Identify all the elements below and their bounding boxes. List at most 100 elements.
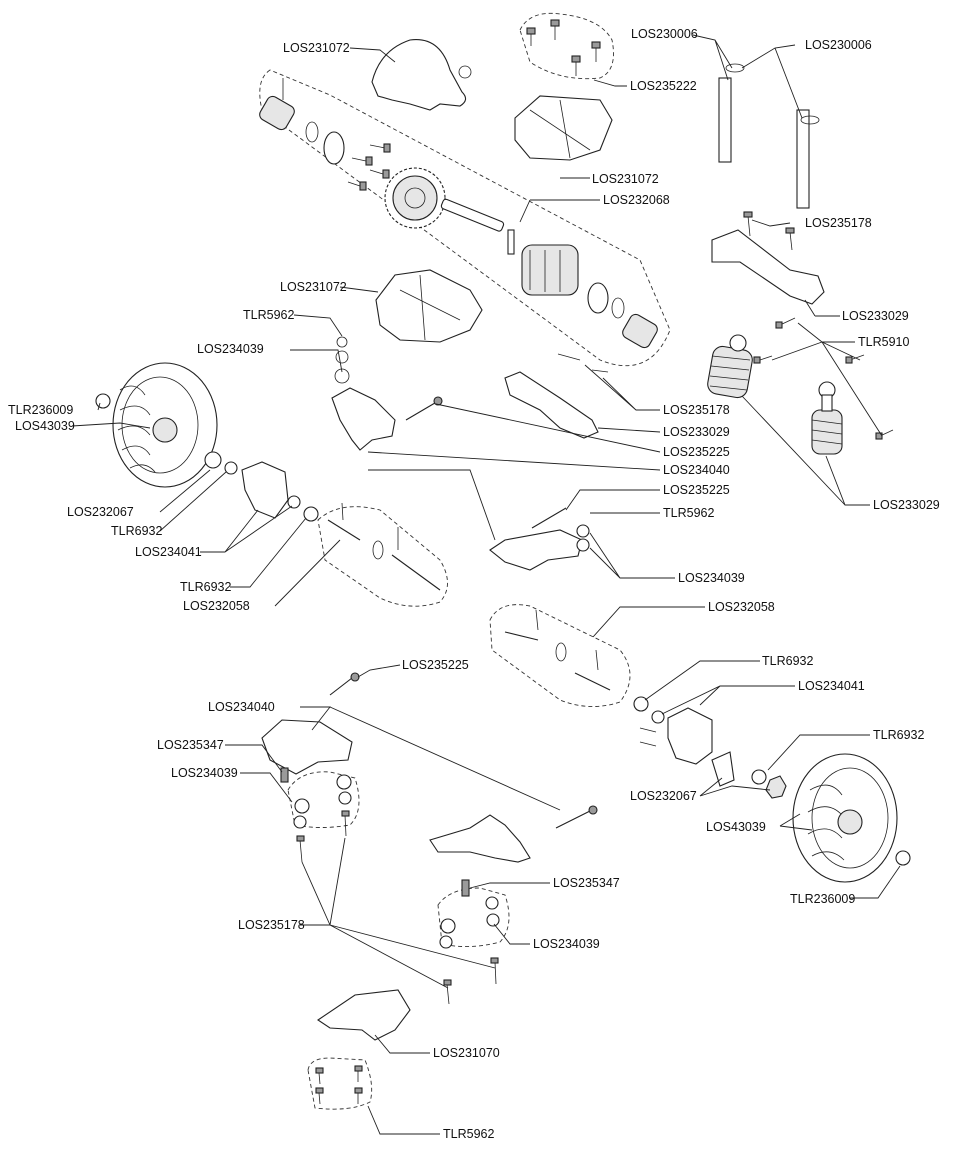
- hex-hub-left: [204, 451, 222, 469]
- rear-plate: [317, 989, 411, 1041]
- callout-c16: LOS233029: [663, 425, 730, 439]
- tire-tread: [117, 385, 156, 473]
- callout-c7: LOS235178: [805, 216, 872, 230]
- driveshaft-group-outline-left: [317, 506, 448, 607]
- snap-ring: [305, 121, 319, 143]
- callout-c2: LOS235222: [630, 79, 697, 93]
- callout-c5: LOS231072: [592, 172, 659, 186]
- callout-c38: TLR236009: [790, 892, 855, 906]
- hinge-pin-2: [531, 507, 567, 529]
- callout-c14: LOS43039: [15, 419, 75, 433]
- callout-c30: LOS235225: [402, 658, 469, 672]
- callout-c41: LOS235178: [238, 918, 305, 932]
- parts: [95, 19, 911, 1105]
- callout-c4: LOS230006: [805, 38, 872, 52]
- diff-bearing: [323, 131, 345, 165]
- callout-c24: LOS234041: [135, 545, 202, 559]
- driveshaft-group-outline-right: [489, 604, 631, 707]
- callout-c39: LOS235347: [553, 876, 620, 890]
- callout-c19: LOS235225: [663, 483, 730, 497]
- driveshaft-left: [391, 554, 441, 591]
- shock-tower-arm: [711, 229, 825, 305]
- callout-c10: LOS233029: [842, 309, 909, 323]
- callout-c26: TLR6932: [180, 580, 231, 594]
- suspension-mount: [504, 371, 599, 439]
- shock-post-right: [796, 109, 810, 209]
- shock-posts: [718, 63, 820, 209]
- lower-a-arm-middle: [489, 529, 583, 571]
- diff-screws: [347, 143, 391, 191]
- callout-c36: LOS232067: [630, 789, 697, 803]
- callout-c34: LOS235347: [157, 738, 224, 752]
- bushing-group-outline-left: [287, 771, 360, 828]
- diff-bearing-2: [587, 282, 609, 314]
- callout-c3: LOS230006: [631, 27, 698, 41]
- screws-top: [526, 19, 601, 76]
- callout-c42: LOS231070: [433, 1046, 500, 1060]
- diff-outdrive-right: [622, 313, 658, 349]
- callout-c13: TLR236009: [8, 403, 73, 417]
- callout-c35: LOS234039: [171, 766, 238, 780]
- set-screw: [280, 767, 289, 783]
- callout-c43: TLR5962: [443, 1127, 494, 1141]
- callout-c29: TLR6932: [762, 654, 813, 668]
- upper-bulkhead: [514, 95, 613, 161]
- bottom-screws: [315, 1065, 363, 1105]
- gear-cover-tab: [458, 65, 472, 79]
- callout-labels: LOS231072 LOS235222 LOS230006 LOS230006 …: [8, 27, 940, 1141]
- lower-arm-left: [261, 719, 353, 775]
- callout-c1: LOS231072: [283, 41, 350, 55]
- steering-block-right: [711, 751, 735, 787]
- callout-c11: TLR5910: [858, 335, 909, 349]
- callout-c27: LOS232058: [183, 599, 250, 613]
- leader-lines: [71, 34, 901, 1135]
- callout-c6: LOS232068: [603, 193, 670, 207]
- callout-c40: LOS234039: [533, 937, 600, 951]
- screw-group-outline-bottom: [307, 1057, 373, 1110]
- hub-carrier-right: [667, 707, 713, 765]
- callout-c20: LOS232067: [67, 505, 134, 519]
- diff-case: [521, 244, 579, 296]
- upper-a-arm-left: [331, 387, 396, 451]
- callout-c12: LOS234039: [197, 342, 264, 356]
- lower-gearbox: [375, 269, 483, 343]
- ring-gear-hub: [392, 175, 438, 221]
- driveshaft-right: [504, 631, 539, 641]
- wheel-nut-left: [95, 393, 111, 409]
- diff-outdrive-left: [259, 95, 295, 131]
- long-hinge-pin: [555, 809, 593, 829]
- callout-c28: LOS232058: [708, 600, 775, 614]
- lower-arm-center: [429, 814, 531, 863]
- callout-c33: TLR6932: [873, 728, 924, 742]
- callout-c37: LOS43039: [706, 820, 766, 834]
- screw-group-outline-top: [519, 12, 614, 80]
- callout-c22: TLR6932: [111, 524, 162, 538]
- callout-c8: LOS231072: [280, 280, 347, 294]
- gear-cover-top: [371, 39, 467, 111]
- callout-c25: LOS234039: [678, 571, 745, 585]
- right-screws: [753, 317, 894, 440]
- hex-hub-right: [765, 775, 787, 799]
- hub-carrier-left: [241, 461, 289, 519]
- bearing-left: [224, 461, 238, 475]
- snap-ring-2: [611, 297, 625, 319]
- dashed-group-outlines: [259, 12, 671, 1110]
- callout-c18: LOS234040: [663, 463, 730, 477]
- pinion-shaft: [440, 198, 505, 232]
- bulkhead-ribs: [529, 99, 591, 159]
- shock-right: [811, 381, 843, 455]
- differential-group-outline: [259, 69, 671, 367]
- callout-c32: LOS234040: [208, 700, 275, 714]
- diff-pin-2: [507, 229, 515, 255]
- hinge-pin-3: [329, 677, 353, 696]
- wheel-nut-right: [895, 850, 911, 866]
- shock-left: [707, 334, 753, 399]
- callout-c15: LOS235178: [663, 403, 730, 417]
- tire-tread-right: [807, 784, 845, 861]
- bushing-group-outline-lower: [437, 887, 510, 947]
- shock-post-left: [718, 77, 732, 163]
- callout-c31: LOS234041: [798, 679, 865, 693]
- callout-c21: LOS233029: [873, 498, 940, 512]
- callout-c17: LOS235225: [663, 445, 730, 459]
